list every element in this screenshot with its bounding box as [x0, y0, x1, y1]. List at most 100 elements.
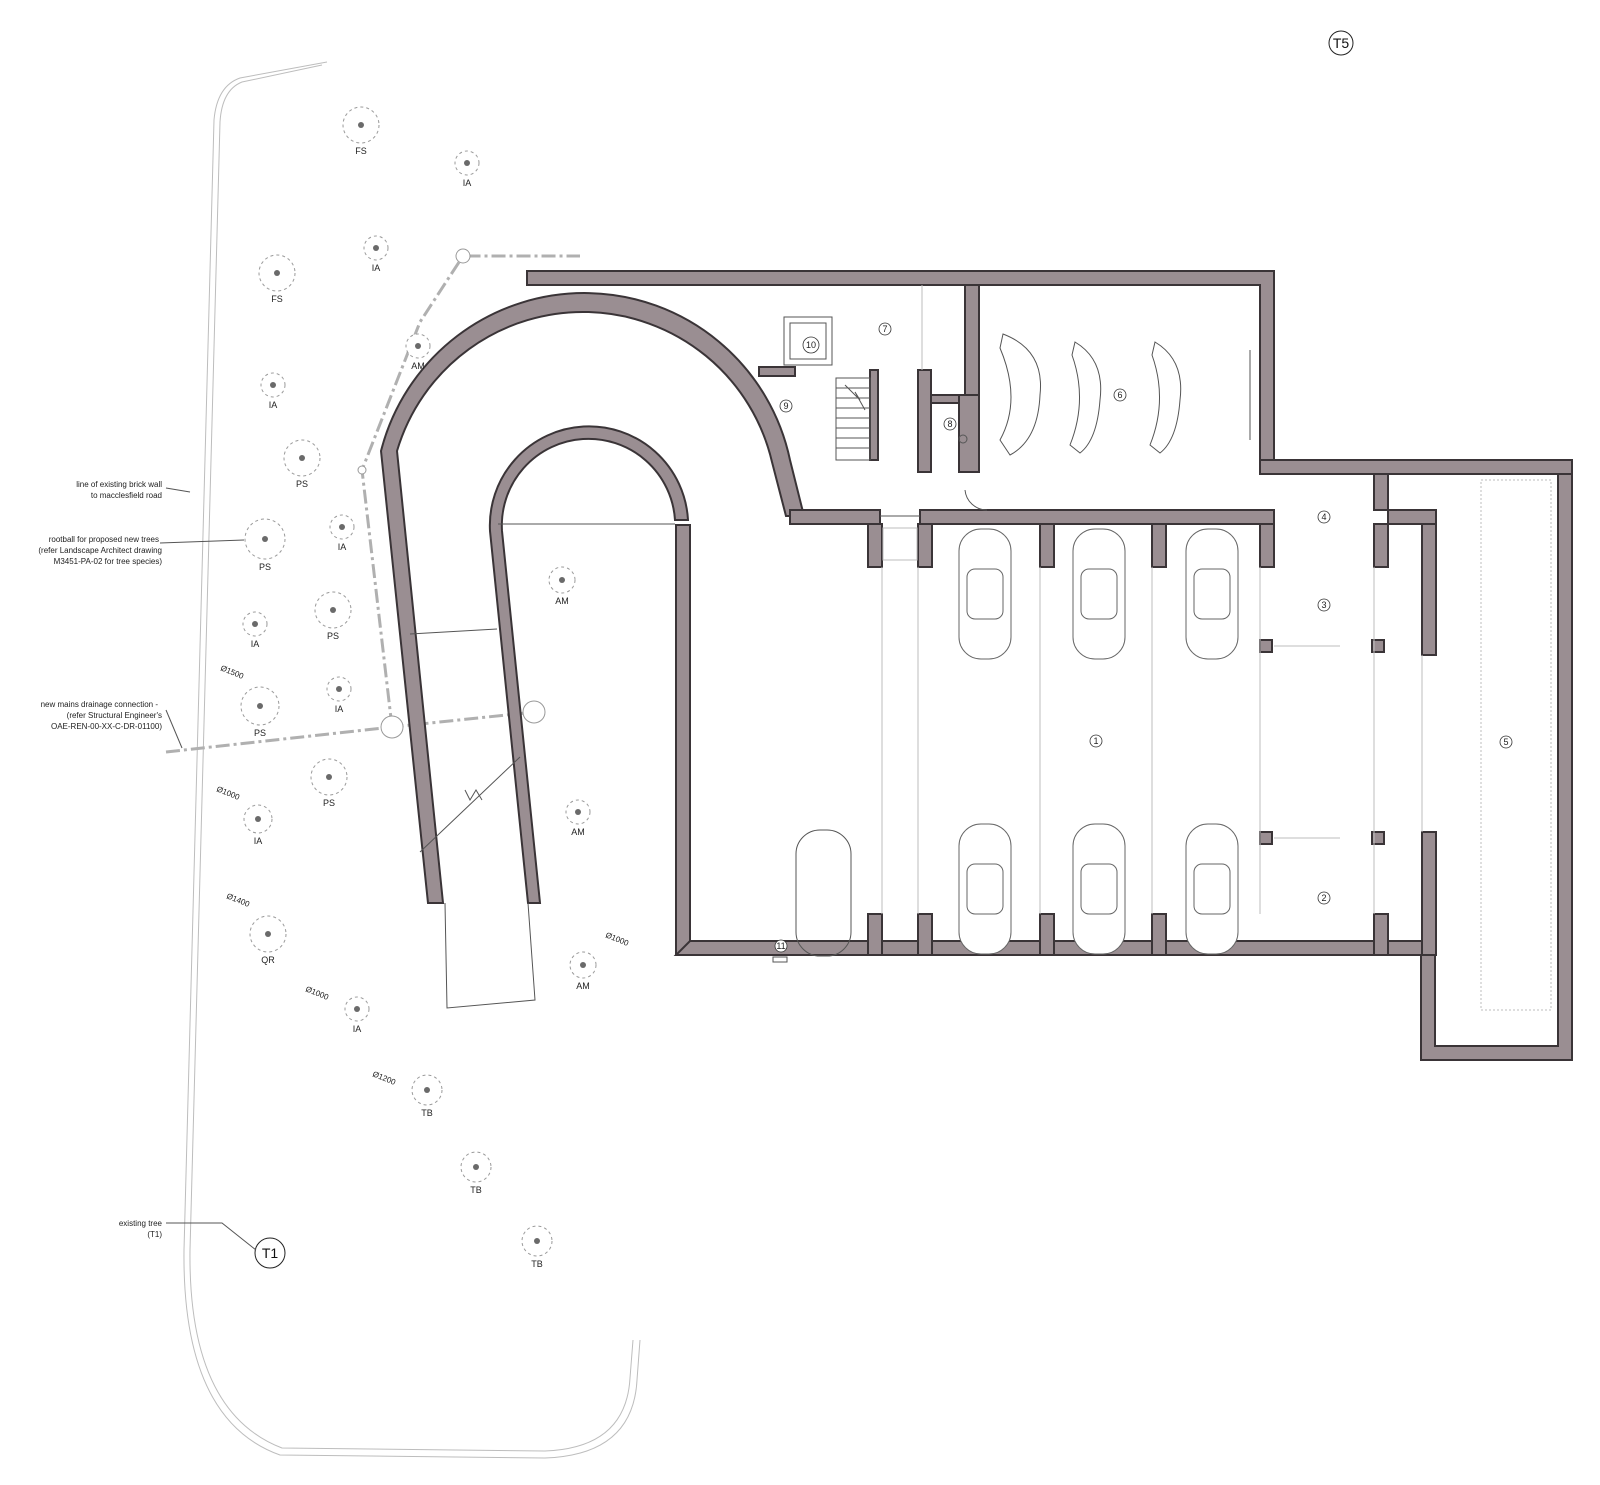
tree-species-label: PS [323, 798, 335, 808]
note-drain-line1: new mains drainage connection - [41, 700, 159, 709]
tree-trunk [262, 536, 268, 542]
ramp [379, 292, 806, 1009]
car-1 [958, 528, 1012, 660]
tree-trunk [255, 816, 261, 822]
tree-trunk [358, 122, 364, 128]
tree-diameter-label: Ø1000 [304, 985, 330, 1003]
tree-species-label: PS [254, 728, 266, 738]
tree-9: PS [244, 518, 286, 572]
room-2: 2 [1317, 891, 1331, 905]
svg-text:T1: T1 [262, 1245, 279, 1261]
room-1: 1 [1089, 734, 1103, 748]
svg-text:5: 5 [1503, 737, 1508, 747]
note-rootball-line3: M3451-PA-02 for tree species) [54, 557, 163, 566]
svg-text:4: 4 [1321, 512, 1326, 522]
svg-text:8: 8 [947, 419, 952, 429]
note-tree-line2: (T1) [147, 1230, 162, 1239]
tree-species-label: AM [571, 827, 585, 837]
tree-trunk [339, 524, 345, 530]
tree-trunk [559, 577, 565, 583]
note-wall-line2: to macclesfield road [91, 491, 162, 500]
annotations: line of existing brick wall to macclesfi… [38, 480, 257, 1251]
tree-trunk [252, 621, 258, 627]
tree-species-label: IA [251, 639, 260, 649]
tree-trunk [354, 1006, 360, 1012]
note-tree-line1: existing tree [119, 1219, 163, 1228]
tree-trunk [464, 160, 470, 166]
tree-diameter-label: Ø1000 [604, 931, 630, 949]
car-4 [958, 823, 1012, 955]
tree-12: IA [242, 611, 268, 649]
tree-15: PS [310, 758, 348, 808]
tree-species-label: IA [338, 542, 347, 552]
tree-trunk [265, 931, 271, 937]
tree-4: FS [258, 254, 296, 304]
tree-trunk [373, 245, 379, 251]
tree-2: IA [454, 150, 480, 188]
tree-1: FS [342, 106, 380, 156]
note-rootball-line2: (refer Landscape Architect drawing [38, 546, 162, 555]
tree-species-label: AM [411, 361, 425, 371]
svg-text:2: 2 [1321, 893, 1326, 903]
svg-text:3: 3 [1321, 600, 1326, 610]
room-10: 10 [806, 340, 816, 350]
svg-text:11: 11 [776, 941, 785, 951]
note-wall-line1: line of existing brick wall [76, 480, 162, 489]
tree-species-label: FS [355, 146, 367, 156]
tree-species-label: PS [296, 479, 308, 489]
building-walls [526, 270, 1573, 1061]
svg-text:9: 9 [783, 401, 788, 411]
tree-5: AM [405, 333, 431, 371]
car-2 [1072, 528, 1126, 660]
tree-species-label: IA [463, 178, 472, 188]
tree-trunk [534, 1238, 540, 1244]
room-numbers: 1 2 3 4 5 6 7 8 9 10 11 [772, 322, 1513, 963]
room-8: 8 [943, 417, 957, 431]
tree-trunk [274, 270, 280, 276]
tree-diameter-label: Ø1400 [225, 892, 251, 910]
tree-trunk [575, 809, 581, 815]
tree-11: PS [314, 591, 352, 641]
tree-7: PS [283, 439, 321, 489]
tag-t5: T5 [1328, 30, 1354, 56]
svg-text:6: 6 [1117, 390, 1122, 400]
parked-cars [795, 528, 1239, 957]
tree-trunk [473, 1164, 479, 1170]
trees: FSIAIAFSAMIAPSIAPSAMPSIAPSØ1500IAPSIAØ10… [215, 106, 630, 1269]
svg-text:T5: T5 [1333, 35, 1350, 51]
room-5: 5 [1499, 735, 1513, 749]
tree-species-label: TB [421, 1108, 433, 1118]
tree-species-label: PS [327, 631, 339, 641]
tree-species-label: IA [269, 400, 278, 410]
interior-lines [783, 285, 1552, 1011]
room-11: 11 [774, 939, 788, 953]
room-9: 9 [779, 399, 793, 413]
room-3: 3 [1317, 598, 1331, 612]
car-6 [1185, 823, 1239, 955]
tree-species-label: AM [555, 596, 569, 606]
tree-trunk [299, 455, 305, 461]
tree-species-label: IA [335, 704, 344, 714]
car-outline [795, 829, 852, 957]
tree-trunk [330, 607, 336, 613]
tree-14: IA [326, 676, 352, 714]
tree-13: PS Ø1500 [219, 664, 280, 738]
tree-diameter-label: Ø1000 [215, 785, 241, 803]
existing-brick-wall-line [183, 61, 641, 1459]
tree-10: AM [548, 566, 576, 606]
tree-22: TB [460, 1151, 492, 1195]
tree-3: IA [363, 235, 389, 273]
tag-t1: T1 [254, 1237, 286, 1269]
note-drain-line2: (refer Structural Engineer's [67, 711, 162, 720]
tree-trunk [326, 774, 332, 780]
tree-species-label: FS [271, 294, 283, 304]
room-7: 7 [878, 322, 892, 336]
car-5 [1072, 823, 1126, 955]
tree-diameter-label: Ø1500 [219, 664, 245, 682]
tree-species-label: AM [576, 981, 590, 991]
tree-trunk [270, 382, 276, 388]
tree-6: IA [260, 372, 286, 410]
